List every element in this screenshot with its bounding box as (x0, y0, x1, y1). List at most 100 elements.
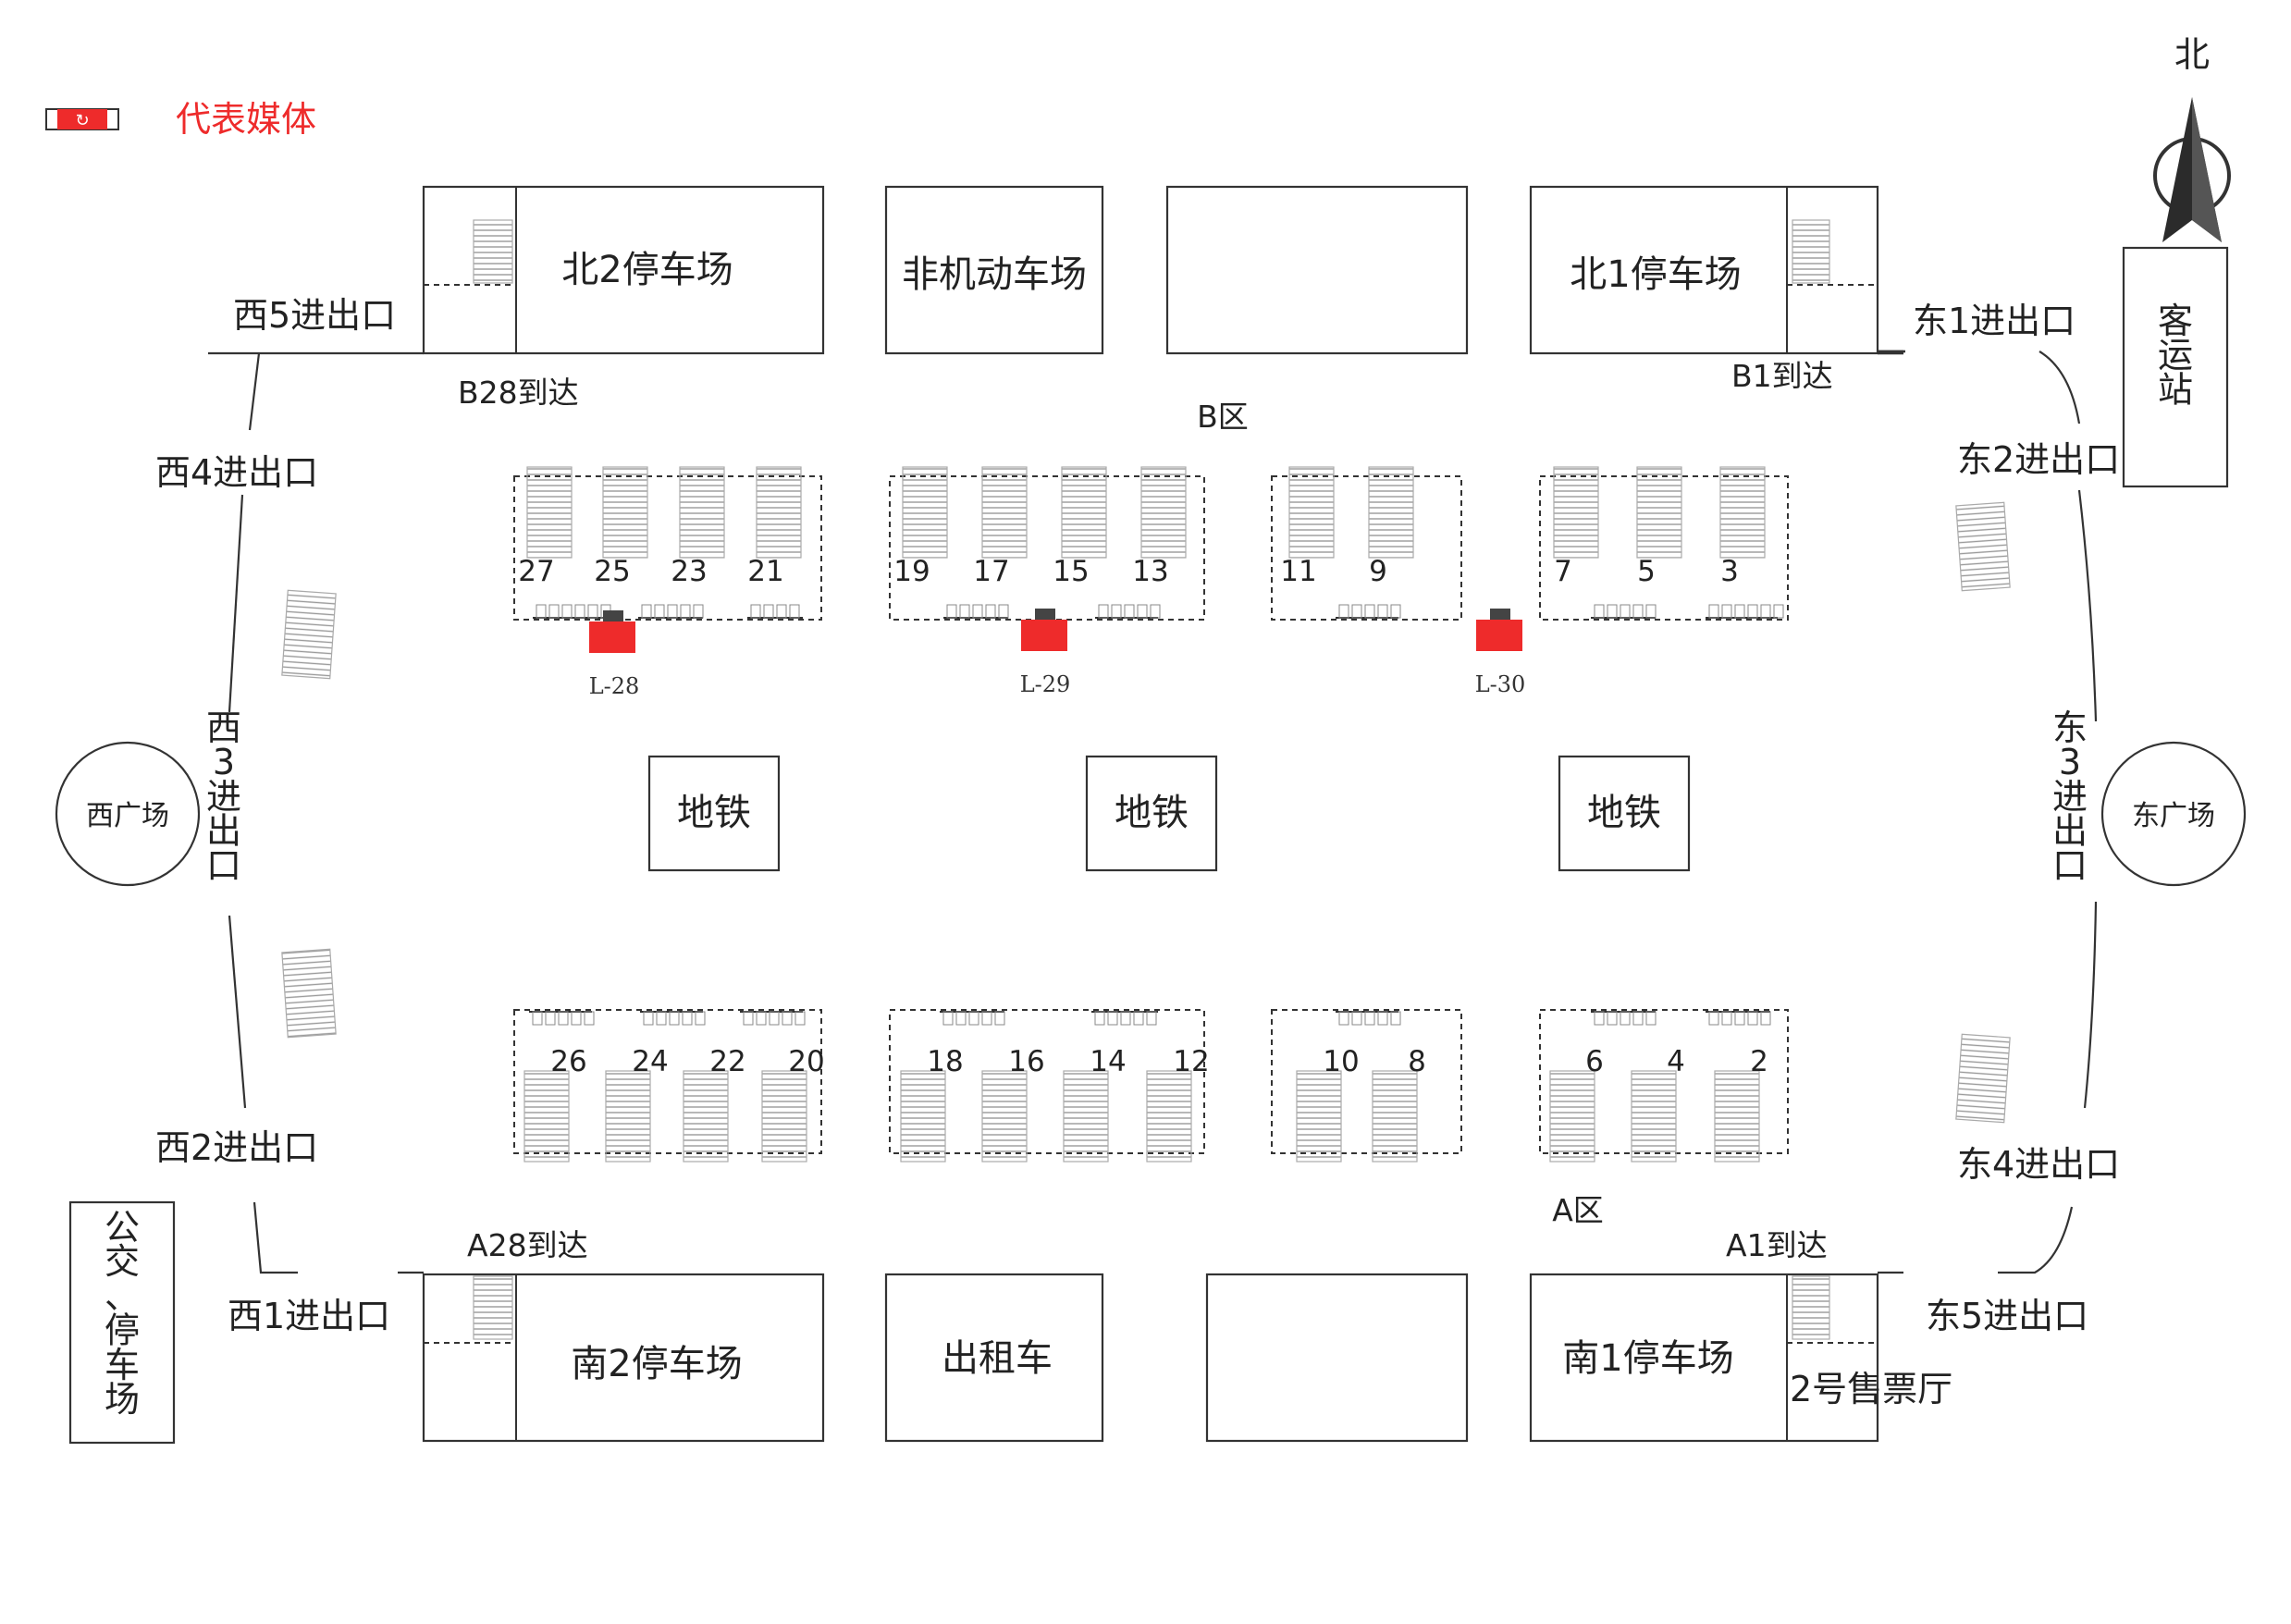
bench-seat (994, 1011, 1005, 1026)
bench-seat (959, 604, 970, 619)
bench-seat (1364, 604, 1375, 619)
south1-parking-label: 南1停车场 (1562, 1337, 1733, 1380)
bench-seat (1338, 1011, 1349, 1026)
legend: ↻ 代表媒体 (45, 99, 316, 140)
bench-seat (1594, 604, 1605, 619)
west-plaza: 西广场 (55, 741, 201, 887)
bench-seat (1620, 1011, 1631, 1026)
south2-parking-label: 南2停车场 (571, 1343, 742, 1385)
bench-seat (1338, 604, 1349, 619)
platform-number: 15 (1053, 555, 1089, 588)
platform-number: 18 (927, 1045, 963, 1078)
bench-seat (769, 1011, 780, 1026)
platform-number: 8 (1408, 1045, 1426, 1078)
platform-frames (513, 475, 1789, 1154)
bench-seat (1773, 604, 1784, 619)
exit-east4-label: 东4进出口 (1957, 1144, 2120, 1185)
exit-east5-label: 东5进出口 (1926, 1296, 2088, 1336)
bench-seat (545, 1011, 556, 1026)
metro-label: 地铁 (677, 792, 751, 834)
stairs-icon (473, 1275, 513, 1340)
bench-seat (998, 604, 1009, 619)
stairs-icon (1714, 1070, 1760, 1163)
compass-label: 北 (2174, 34, 2210, 75)
platform-number: 4 (1667, 1045, 1685, 1078)
exit-east2-label: 东2进出口 (1957, 439, 2120, 480)
bench-seat (955, 1011, 967, 1026)
bench-seat (641, 604, 652, 619)
stairs-icon (605, 1070, 651, 1163)
stairs-icon (602, 466, 648, 559)
bench-seat (1351, 604, 1362, 619)
bench-seat (1747, 604, 1758, 619)
bench-seat (1632, 1011, 1644, 1026)
north-blank-block (1165, 185, 1469, 355)
bench-seat (1620, 604, 1631, 619)
bench-seat (1146, 1011, 1157, 1026)
north1-parking-label: 北1停车场 (1570, 253, 1741, 296)
bench-seat (1607, 1011, 1618, 1026)
stairs-icon (1955, 501, 2011, 592)
platform-number: 11 (1280, 555, 1316, 588)
bench-seat (1111, 604, 1122, 619)
stairs-icon (281, 948, 337, 1039)
stairs-icon (1061, 466, 1107, 559)
bench-seat (1645, 1011, 1657, 1026)
legend-label: 代表媒体 (176, 99, 316, 140)
stairs-icon (981, 466, 1028, 559)
exit-west2-label: 西2进出口 (155, 1127, 318, 1168)
bench-seat (968, 1011, 979, 1026)
platform-number: 14 (1090, 1045, 1126, 1078)
platform-number: 27 (518, 555, 554, 588)
bench-seat (1734, 1011, 1745, 1026)
media-point-label: L-29 (1020, 671, 1071, 697)
passenger-station: 客运站 (2122, 246, 2229, 488)
bench-seat (536, 604, 547, 619)
bench-seat (1137, 604, 1148, 619)
bench-seat (763, 604, 774, 619)
bench-seat (789, 604, 800, 619)
bench-seat (981, 1011, 992, 1026)
bench-seat (1120, 1011, 1131, 1026)
arrival-b1-label: B1到达 (1731, 358, 1833, 394)
bench-seat (942, 1011, 954, 1026)
bench-seat (1594, 1011, 1605, 1026)
passenger-station-label: 客运站 (2158, 301, 2193, 410)
bench-seat (571, 1011, 582, 1026)
stairs-icon (1368, 466, 1414, 559)
stairs-icon (1146, 1070, 1192, 1163)
platform-number: 26 (550, 1045, 586, 1078)
bench-seat (695, 1011, 706, 1026)
nonmotor-parking (884, 185, 1104, 355)
stairs-icon (281, 589, 337, 680)
media-point-label: L-28 (589, 673, 640, 699)
bench-seat (1708, 604, 1719, 619)
media-point-marker (589, 621, 635, 653)
bench-seat (1377, 1011, 1388, 1026)
platform-number: 22 (709, 1045, 745, 1078)
stairs-icon (1553, 466, 1599, 559)
bench-seat (532, 1011, 543, 1026)
exit-west1-label: 西1进出口 (228, 1296, 390, 1336)
outer-stairs (281, 501, 2011, 1124)
legend-marker-swatch (57, 109, 107, 129)
stairs-icon (981, 1070, 1028, 1163)
bench-seat (985, 604, 996, 619)
bench-seat (1645, 604, 1657, 619)
bus-parking: 公交、停车场 (68, 1200, 176, 1445)
taxi-area (884, 1273, 1104, 1443)
platform-number: 7 (1554, 555, 1572, 588)
exit-west4-label: 西4进出口 (155, 452, 318, 493)
bench-seat (756, 1011, 767, 1026)
platform-number: 17 (973, 555, 1009, 588)
bench-seat (587, 604, 598, 619)
bench-seat (1708, 1011, 1719, 1026)
stairs-icon (1719, 466, 1766, 559)
platform-number: 3 (1720, 555, 1739, 588)
bench-seat (1377, 604, 1388, 619)
bus-parking-label: 公交、停车场 (105, 1207, 140, 1420)
platform-number: 24 (632, 1045, 668, 1078)
